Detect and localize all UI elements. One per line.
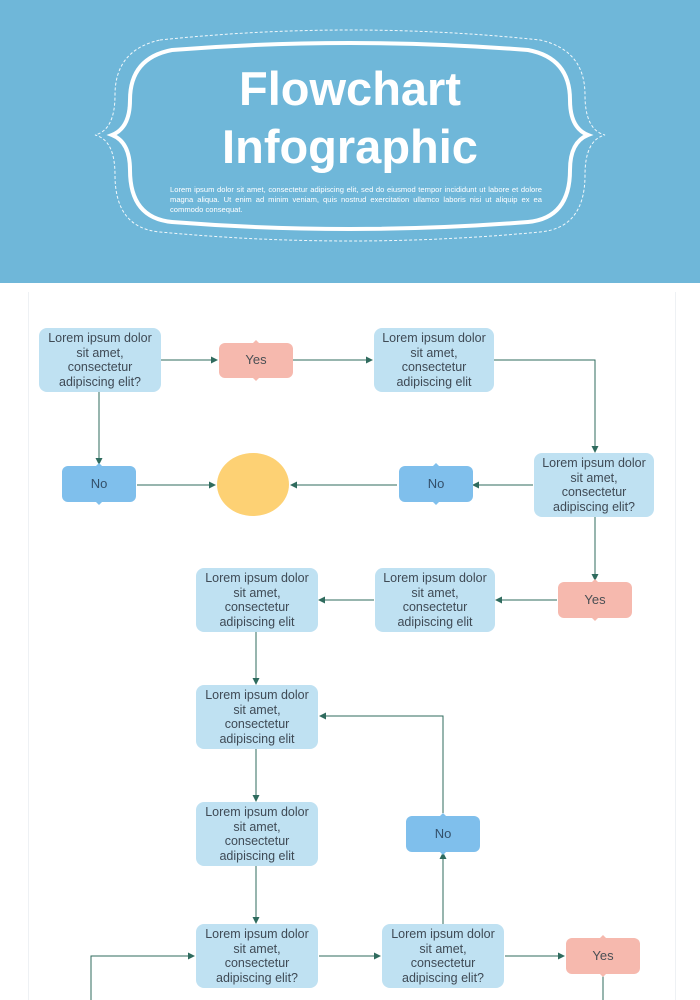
header-subtitle: Lorem ipsum dolor sit amet, consectetur … (170, 185, 542, 214)
decision-node-4: Lorem ipsum dolor sit amet, consectetur … (196, 924, 318, 988)
yes-label-1: Yes (219, 343, 293, 378)
flowchart-canvas: Lorem ipsum dolor sit amet, consectetur … (28, 292, 676, 1000)
no-label-2: No (399, 466, 473, 502)
scroll-frame (94, 29, 606, 242)
process-node-3: Lorem ipsum dolor sit amet, consectetur … (196, 568, 318, 632)
process-node-2: Lorem ipsum dolor sit amet, consectetur … (375, 568, 495, 632)
no-label-3: No (406, 816, 480, 852)
yes-label-2: Yes (558, 582, 632, 618)
decision-node-3: Lorem ipsum dolor sit amet, consectetur … (382, 924, 504, 988)
connector-no3-p4 (319, 712, 444, 813)
yes-label-3: Yes (566, 938, 640, 974)
process-node-1: Lorem ipsum dolor sit amet, consectetur … (374, 328, 494, 392)
connector-left-q4 (90, 952, 195, 1000)
terminal-circle (217, 453, 289, 516)
connector-p1-q2 (494, 359, 599, 453)
no-label-1: No (62, 466, 136, 502)
page-title: Flowchart (239, 62, 461, 115)
connector-lines (90, 356, 604, 1000)
decision-node-2: Lorem ipsum dolor sit amet, consectetur … (534, 453, 654, 517)
process-node-5: Lorem ipsum dolor sit amet, consectetur … (196, 802, 318, 866)
process-node-4: Lorem ipsum dolor sit amet, consectetur … (196, 685, 318, 749)
header-banner: Flowchart Infographic Lorem ipsum dolor … (0, 0, 700, 283)
page-title-line-2: Infographic (222, 120, 478, 173)
decision-node-1: Lorem ipsum dolor sit amet, consectetur … (39, 328, 161, 392)
